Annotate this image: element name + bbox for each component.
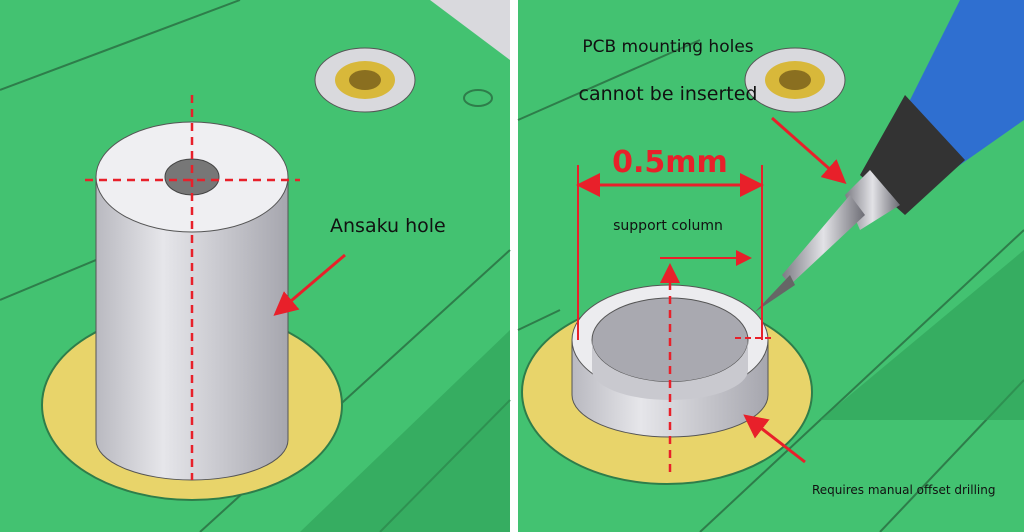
- mounting-hole-washer: [744, 47, 846, 113]
- small-hole: [463, 89, 493, 107]
- mounting-hole-washer: [314, 47, 416, 113]
- title-line-2: cannot be inserted: [579, 83, 758, 105]
- ansaku-hole-label: Ansaku hole: [330, 215, 446, 237]
- iron-arrow: [771, 116, 847, 184]
- standoff-cylinder: [95, 121, 289, 481]
- drilling-note: Requires manual offset drilling: [812, 483, 996, 497]
- dimension-label: 0.5mm: [612, 145, 728, 180]
- board-corner: [430, 0, 510, 60]
- iron-shadow: [820, 250, 1024, 420]
- left-panel: Ansaku hole: [0, 0, 511, 532]
- shadow: [300, 330, 510, 532]
- ansaku-arrow: [273, 253, 346, 316]
- trace-lines: [0, 0, 511, 532]
- support-column-label: support column: [613, 218, 723, 234]
- drilling-arrow: [743, 414, 806, 464]
- right-panel: 0.5mm support column PCB mounting holes …: [517, 0, 1024, 532]
- soldering-iron: [755, 0, 1024, 312]
- title-line-1: PCB mounting holes: [582, 37, 753, 57]
- trace-lines: [517, 39, 1024, 532]
